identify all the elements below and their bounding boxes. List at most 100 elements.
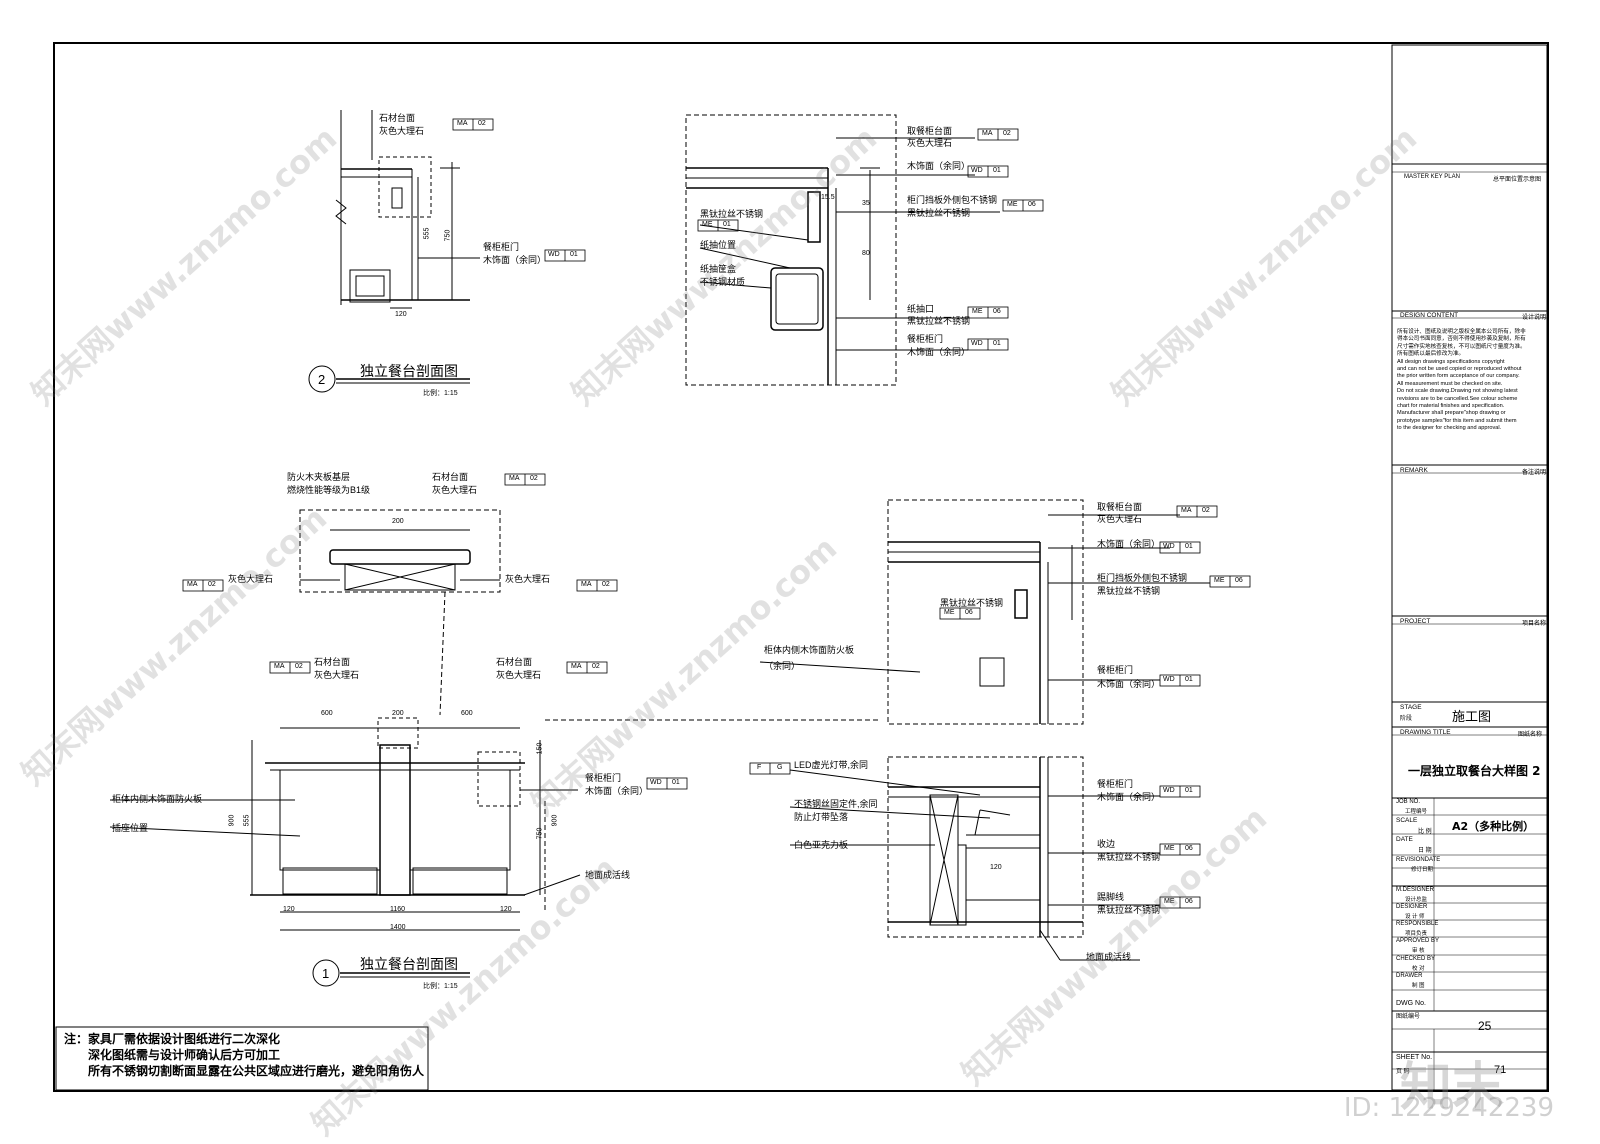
tb-m-designer: M.DESIGNER (1396, 887, 1435, 893)
tag-fg-g: G (777, 764, 783, 771)
tag-wd-num: 01 (570, 251, 578, 258)
label-wood-finish-2: 木饰面（余同） (907, 347, 971, 357)
tb-dwg-no-cn: 图纸编号 (1396, 1014, 1421, 1020)
tb-designer: DESIGNER (1396, 904, 1428, 910)
tb-date: DATE (1396, 836, 1413, 843)
label-led-bracket: 不锈钢丝固定件,余同 (794, 799, 878, 809)
dim-120-d: 120 (990, 864, 1002, 871)
dim-600-a: 600 (321, 710, 333, 717)
tb-scale-cn: 比 例 (1418, 829, 1432, 835)
watermark-id: ID: 1229242239 (1343, 1093, 1554, 1123)
tb-scale: SCALE (1396, 817, 1418, 824)
label-inner-wood: 柜体内侧木饰面防火板 (112, 794, 203, 804)
design-text-cn-2: 得本公司书面同意，否则不得使用抄袭及复制，所有 (1397, 336, 1526, 343)
tag-ma-name: MA (1181, 507, 1192, 514)
label-inner-wood-2: 柜体内侧木饰面防火板 (764, 645, 855, 655)
label-skirting: 踢脚线 (1097, 892, 1125, 902)
tb-approved: APPROVED BY (1396, 938, 1440, 944)
label-grey-marble-6: 灰色大理石 (314, 670, 360, 680)
label-grey-marble-8: 灰色大理石 (1097, 514, 1143, 524)
tb-drawer: DRAWER (1396, 973, 1423, 979)
tag-wd-num: 01 (672, 779, 680, 786)
dim-80: 80 (862, 250, 870, 257)
tag-me-name: ME (1164, 845, 1175, 852)
label-floor-line-2: 地面成活线 (1086, 952, 1132, 962)
tb-job-no: JOB NO. (1396, 799, 1421, 805)
label-cabinet-door-3: 餐柜柜门 (585, 773, 622, 783)
tag-wd-name: WD (971, 340, 983, 347)
tag-me01-num: 01 (723, 221, 731, 228)
dim-555-l: 555 (243, 814, 251, 827)
detail-mid-right (759, 499, 1210, 725)
tb-drawer-cn: 制 图 (1412, 983, 1425, 989)
tb-stage-value: 施工图 (1452, 710, 1492, 725)
label-edge: 收边 (1097, 839, 1116, 849)
tb-sheet-no-value: 71 (1494, 1064, 1507, 1076)
label-grey-marble-7: 灰色大理石 (496, 670, 542, 680)
tb-revision: REVISIONDATE (1396, 857, 1441, 863)
label-grey-marble-4: 灰色大理石 (228, 574, 274, 584)
label-wood-trim: 木饰面（余同） (907, 161, 971, 171)
label-stone-top-2: 石材台面 (432, 472, 469, 482)
tag-wd-num: 01 (1185, 787, 1193, 794)
label-wood-finish: 木饰面（余同） (483, 255, 547, 265)
label-cabinet-door-5: 餐柜柜门 (1097, 779, 1134, 789)
title-block (1391, 44, 1548, 1091)
label-cabinet-trim: 柜门挡板外侧包不锈钢 (907, 195, 998, 205)
outer-frame (53, 42, 1549, 1092)
tb-design-content: DESIGN CONTENT (1400, 312, 1459, 319)
tag-ma-num: 02 (208, 581, 216, 588)
design-text-cn-4: 所有图纸以最后修改为准。 (1397, 351, 1465, 358)
design-text-en-4: All measurement must be checked on site. (1397, 380, 1503, 387)
label-fireproof: 防火木夹板基层 (287, 472, 351, 482)
tag-ma-num: 02 (592, 663, 600, 670)
tb-master-key-cn: 总平面位置示意图 (1493, 177, 1542, 183)
label-black-ti-7: 黑钛拉丝不锈钢 (1097, 905, 1161, 915)
design-text-en-8: Manufacturer shall prepare"shop drawing … (1397, 410, 1506, 417)
design-text-en-10: to the designer for checking and approva… (1397, 425, 1502, 432)
top-section-small (299, 509, 501, 716)
note-line-3: 所有不锈钢切割断面显露在公共区域应进行磨光，避免阳角伤人 (88, 1064, 425, 1078)
label-wood-trim-2: 木饰面（余同） (1097, 539, 1161, 549)
note-line-1: 注：家具厂需依据设计图纸进行二次深化 (64, 1032, 281, 1046)
tb-approved-cn: 审 核 (1412, 948, 1425, 954)
design-text-en-6: revisions are to be cancelled.See colour… (1397, 395, 1518, 402)
tb-project-cn: 项目名称 (1522, 621, 1547, 627)
tag-boxes (182, 118, 1251, 909)
dim-200-b: 200 (392, 710, 404, 717)
design-text-en-7: chart for material finishes and specific… (1397, 403, 1505, 410)
label-black-ti-3: 黑钛拉丝不锈钢 (907, 316, 971, 326)
tag-wd-num: 01 (993, 340, 1001, 347)
tag-wd-name: WD (971, 167, 983, 174)
dim-555: 555 (423, 227, 431, 240)
dim-150: 150 (536, 742, 544, 755)
tb-drawing-title: DRAWING TITLE (1400, 729, 1451, 736)
label-led-anti: 防止灯带坠落 (794, 812, 849, 822)
tag-me-num: 06 (993, 308, 1001, 315)
label-cabinet-door-2: 餐柜柜门 (907, 334, 944, 344)
dim-200: 200 (392, 518, 404, 525)
tag-fg-f: F (757, 764, 762, 771)
view1-title: 独立餐台剖面图 (360, 957, 458, 973)
tb-date-cn: 日 期 (1418, 848, 1432, 854)
tag-wd-name: WD (1163, 676, 1175, 683)
tag-wd-num: 01 (1185, 543, 1193, 550)
label-black-ti-6: 黑钛拉丝不锈钢 (1097, 852, 1161, 862)
tb-designer-cn: 设 计 师 (1405, 914, 1425, 920)
tag-me-name: ME (1164, 898, 1175, 905)
label-counter-top: 取餐柜台面 (907, 126, 953, 136)
tag-wd-name: WD (548, 251, 560, 258)
tag-me-name: ME (1214, 577, 1225, 584)
label-fire-rating: 燃烧性能等级为B1级 (287, 485, 371, 495)
tb-stage-cn: 阶段 (1400, 716, 1413, 722)
view2-scale: 比例：1:15 (423, 390, 458, 397)
tag-ma-name: MA (274, 663, 285, 670)
view1-scale: 比例：1:15 (423, 983, 458, 990)
tag-me-name: ME (1007, 201, 1018, 208)
tag-wd-num: 01 (993, 167, 1001, 174)
tb-m-designer-cn: 设计总监 (1405, 897, 1428, 903)
tag-ma-name: MA (457, 120, 468, 127)
design-text-cn-1: 所有设计、图纸及说明之版权全属本公司所有，除非 (1397, 329, 1526, 335)
tb-project: PROJECT (1400, 618, 1431, 625)
